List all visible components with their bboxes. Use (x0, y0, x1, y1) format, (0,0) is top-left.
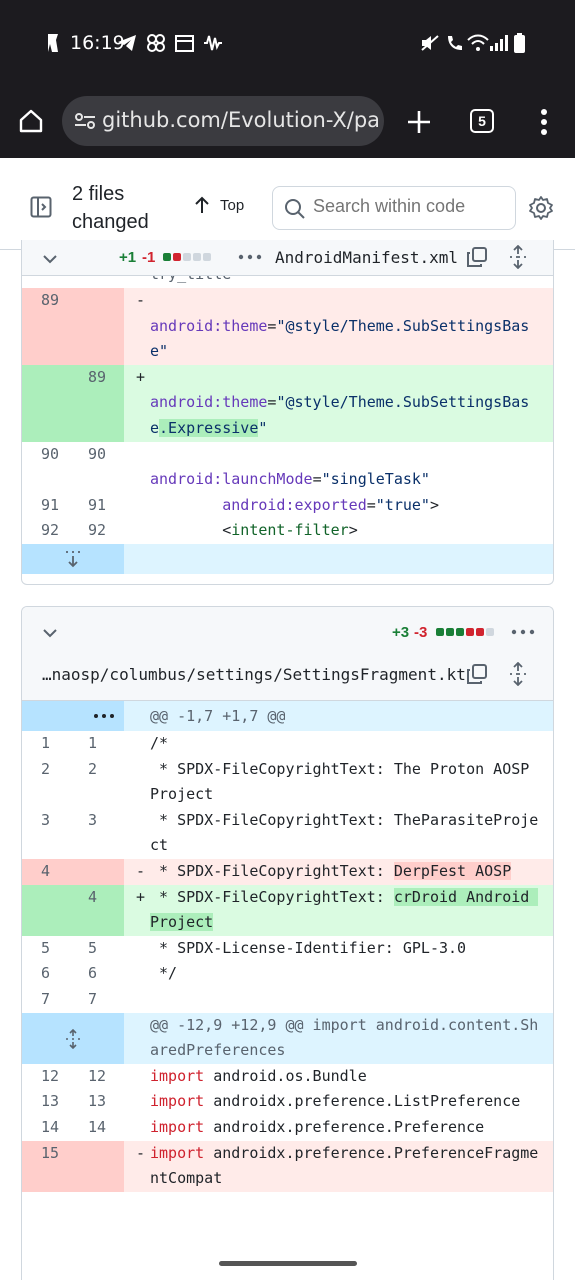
tab-switcher-button[interactable]: 5 (470, 109, 494, 133)
more-horizontal-icon[interactable] (238, 254, 262, 260)
status-time: 16:19 (70, 32, 125, 54)
expand-all-icon[interactable] (508, 662, 528, 686)
search-within-code[interactable] (272, 186, 516, 230)
deletions-count: -3 (414, 624, 428, 641)
wifi-calling-icon (448, 36, 462, 50)
search-icon (285, 199, 305, 219)
files-changed-count: 2 files changed (72, 183, 149, 233)
file-name[interactable]: …naosp/columbus/settings/SettingsFragmen… (42, 665, 466, 684)
additions-count: +1 (119, 249, 137, 266)
expand-down-row[interactable] (22, 543, 553, 574)
expand-both-icon (66, 1028, 80, 1049)
site-settings-icon[interactable] (74, 111, 96, 131)
more-horizontal-icon (94, 714, 114, 718)
deletions-count: -1 (142, 249, 156, 266)
search-input[interactable] (313, 196, 509, 217)
hunk-header[interactable]: @@ -12,9 +12,9 @@ import android.content… (22, 1012, 553, 1064)
waveform-icon (204, 35, 222, 51)
partial-line: try_title (22, 276, 553, 288)
chevron-down-icon[interactable] (42, 254, 58, 264)
diff-line-deleted[interactable]: 4 - * SPDX-FileCopyrightText: DerpFest A… (22, 858, 553, 885)
more-horizontal-icon[interactable] (511, 629, 535, 635)
files-toolbar: 2 files changed Top (0, 158, 575, 250)
home-indicator[interactable] (219, 1261, 357, 1266)
chevron-down-icon[interactable] (42, 628, 58, 638)
top-button[interactable]: Top (194, 196, 244, 214)
expand-all-icon[interactable] (508, 245, 528, 269)
sidebar-toggle-icon[interactable] (30, 196, 52, 218)
diffstat-bars (436, 628, 494, 636)
owl-icon (48, 34, 58, 52)
battery-icon (514, 33, 525, 53)
browser-toolbar: github.com/Evolution-X/pack 5 (0, 88, 575, 158)
telegram-icon (118, 35, 136, 51)
diff-line-added[interactable]: 89 + android:theme="@style/Theme.SubSett… (22, 364, 553, 442)
new-tab-icon[interactable] (406, 109, 432, 135)
diff-line-deleted[interactable]: 89 - android:theme="@style/Theme.SubSett… (22, 288, 553, 365)
expand-down-icon (66, 551, 80, 568)
diffstat-bars (163, 253, 211, 261)
additions-count: +3 (392, 624, 410, 641)
status-bar: 16:19 (0, 0, 575, 88)
wifi-icon (467, 34, 489, 51)
signal-icon (490, 35, 508, 51)
pinwheel-icon (147, 34, 165, 52)
url-text[interactable]: github.com/Evolution-X/pack (102, 108, 378, 132)
diff-line-added[interactable]: 4 + * SPDX-FileCopyrightText: crDroid An… (22, 884, 553, 936)
gear-icon[interactable] (529, 196, 553, 220)
copy-icon[interactable] (466, 663, 488, 685)
hunk-expand-button[interactable] (73, 701, 124, 731)
file-diff-settingsfragment: +3 -3 …naosp/columbus/settings/SettingsF… (21, 606, 554, 1280)
expand-both-button[interactable] (22, 1012, 124, 1064)
file-name[interactable]: AndroidManifest.xml (275, 248, 459, 267)
arrow-up-icon (195, 196, 209, 213)
diff-line-deleted[interactable]: 15 - import androidx.preference.Preferen… (22, 1140, 553, 1192)
expand-down-button[interactable] (22, 543, 124, 574)
hunk-header[interactable]: @@ -1,7 +1,7 @@ (22, 701, 553, 731)
home-icon[interactable] (18, 108, 44, 134)
more-vert-icon[interactable] (539, 108, 549, 136)
file-diff-androidmanifest: +1 -1 AndroidManifest.xml try_title 89 -… (21, 240, 554, 585)
file-header: +3 -3 …naosp/columbus/settings/SettingsF… (22, 607, 553, 701)
url-bar[interactable]: github.com/Evolution-X/pack (62, 96, 384, 146)
mute-icon (421, 35, 439, 51)
calendar-icon (175, 35, 194, 52)
copy-icon[interactable] (466, 246, 488, 268)
file-header: +1 -1 AndroidManifest.xml (22, 240, 553, 276)
